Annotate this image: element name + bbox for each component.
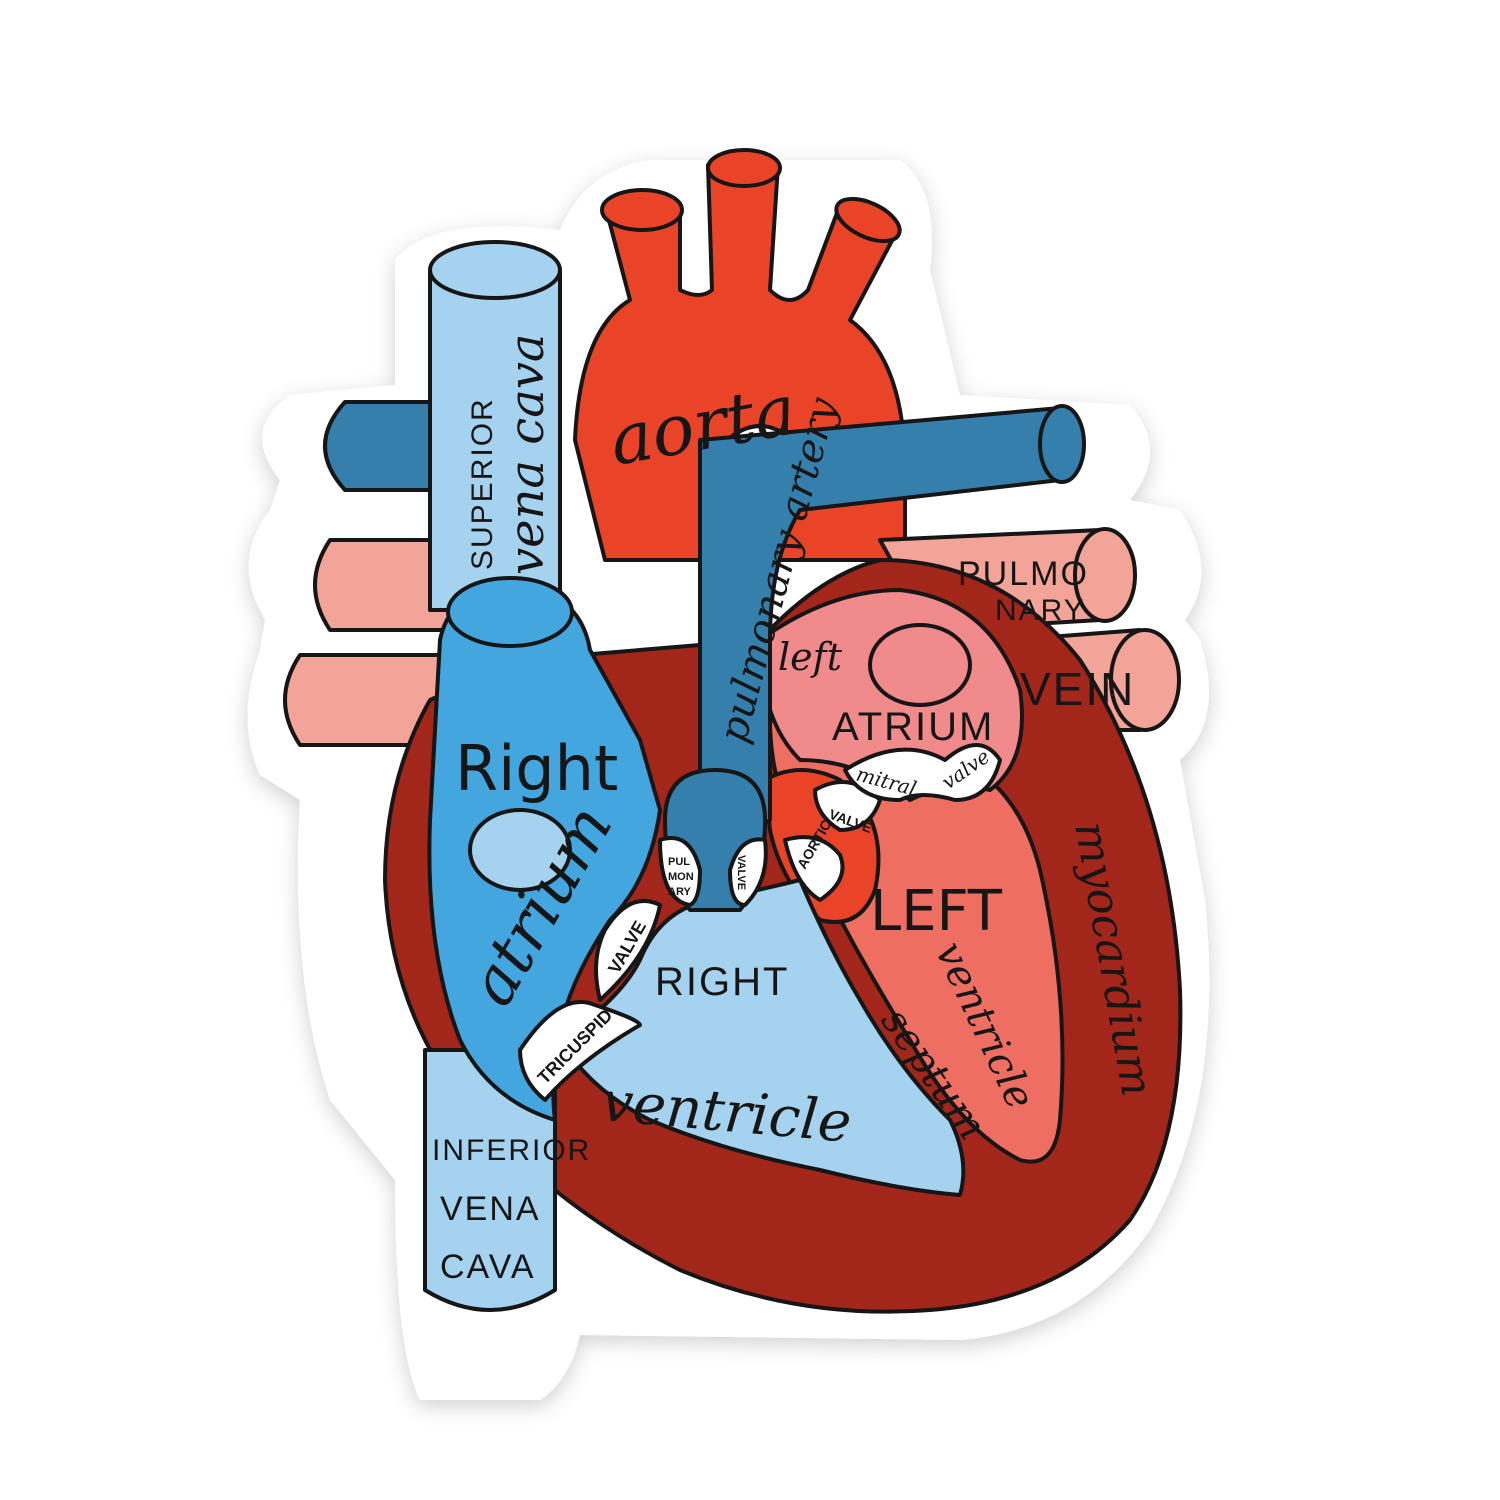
right-atrium-opening (468, 808, 572, 892)
label-right-ventricle-1: RIGHT (655, 960, 789, 1004)
label-pulmonary-valve-4: VALVE (735, 855, 747, 890)
pulmonary-valve-left-leaflet (658, 836, 702, 907)
inferior-vena-cava (423, 1048, 557, 1312)
tricuspid-valve-upper (594, 899, 662, 1002)
label-pulmonary-vein-3: VEIN (1020, 663, 1135, 715)
superior-vena-cava-opening (446, 576, 574, 648)
tricuspid-valve-lower (518, 1000, 642, 1102)
aortic-valve-leaflet (783, 835, 845, 902)
label-superior-vena-cava-2: vena cava (499, 333, 555, 575)
label-left-atrium-1: left (778, 635, 843, 679)
label-inferior-vena-cava-3: CAVA (440, 1248, 536, 1286)
label-left-atrium-2: ATRIUM (832, 705, 994, 749)
label-inferior-vena-cava-2: VENA (440, 1190, 541, 1228)
label-pulmonary-valve-2: MON (668, 871, 694, 883)
label-left-ventricle-1: LEFT (870, 879, 1003, 944)
left-atrium-opening (868, 623, 972, 707)
label-right-atrium-1: Right (455, 732, 618, 805)
label-superior-vena-cava-1: SUPERIOR (466, 397, 499, 570)
mitral-valve (843, 743, 1002, 802)
label-pulmonary-vein-2: NARY (995, 594, 1086, 627)
pulmonary-valve-right-leaflet (728, 837, 768, 907)
right-ventricle-chamber (558, 878, 966, 1197)
label-inferior-vena-cava-1: INFERIOR (432, 1134, 591, 1167)
aortic-valve-upper-leaflet (813, 780, 882, 832)
label-pulmonary-vein-1: PULMO (958, 555, 1089, 593)
label-pulmonary-valve-3: ARY (668, 886, 691, 898)
superior-vena-cava (428, 240, 562, 612)
label-pulmonary-valve-1: PUL (668, 856, 690, 868)
